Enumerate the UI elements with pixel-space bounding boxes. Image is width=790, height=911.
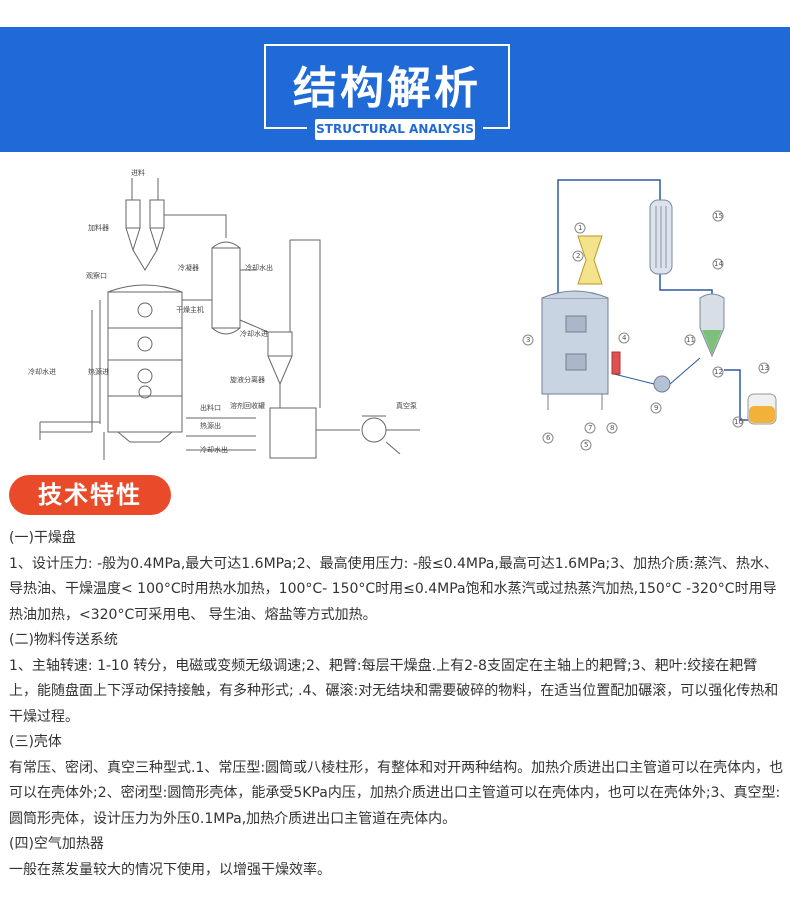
num-8: 8 xyxy=(610,424,614,432)
label-top-pipe: 进料 xyxy=(131,168,145,177)
num-15: 15 xyxy=(714,212,723,220)
num-2: 2 xyxy=(576,252,580,260)
num-9: 9 xyxy=(654,404,658,412)
label-heat-out: 热源出 xyxy=(200,421,221,430)
right-feeder xyxy=(577,235,603,285)
right-dryer-vessel xyxy=(541,297,609,395)
num-6: 6 xyxy=(546,434,551,442)
section-title-tag: 技术特性 xyxy=(9,475,171,515)
para-shell: 有常压、密闭、真空三种型式.1、常压型:圆筒或八棱柱形，有整体和对开两种结构。加… xyxy=(9,759,784,827)
spec-content: (一)干燥盘 1、设计压力: -般为0.4MPa,最大可达1.6MPa;2、最高… xyxy=(9,526,785,883)
num-3: 3 xyxy=(526,336,530,344)
label-solvent-tank: 溶剂回收罐 xyxy=(230,401,265,410)
label-condenser: 冷凝器 xyxy=(178,263,199,272)
subtitle-bar: STRUCTURAL ANALYSIS xyxy=(307,119,483,140)
label-cool-out-bottom: 冷却水出 xyxy=(200,445,228,454)
page-title: 结构解析 xyxy=(293,63,481,114)
heading-air-heater: (四)空气加热器 xyxy=(9,836,104,852)
para-air-heater: 一般在蒸发量较大的情况下使用，以增强干燥效率。 xyxy=(9,861,331,878)
title-frame: 结构解析 xyxy=(264,44,510,129)
label-feeder: 加料器 xyxy=(88,223,109,232)
header-banner: 结构解析 STRUCTURAL ANALYSIS xyxy=(0,27,790,152)
heading-shell: (三)壳体 xyxy=(9,734,62,750)
right-pump xyxy=(653,375,671,393)
label-cyclone: 旋液分离器 xyxy=(230,375,265,384)
num-14: 14 xyxy=(714,260,723,268)
diagrams-area: 进料 加料器 观察口 冷凝器 冷却水出 干燥主机 冷却水进 旋液分离器 冷却水进… xyxy=(0,160,790,465)
right-receiver xyxy=(699,293,725,358)
num-10: 10 xyxy=(734,418,743,426)
num-4: 4 xyxy=(622,334,627,342)
heading-drying-tray: (一)干燥盘 xyxy=(9,530,76,546)
para-transport-system: 1、主轴转速: 1-10 转分，电磁或变频无级调速;2、耙臂:每层干燥盘.上有2… xyxy=(9,657,779,725)
para-drying-tray: 1、设计压力: -般为0.4MPa,最大可达1.6MPa;2、最高使用压力: -… xyxy=(9,555,778,623)
num-11: 11 xyxy=(686,336,695,344)
num-5: 5 xyxy=(584,441,588,449)
num-13: 13 xyxy=(760,364,769,372)
label-heat-in-left: 热源进 xyxy=(88,367,109,376)
label-discharge: 出料口 xyxy=(200,403,221,412)
label-view-port: 观察口 xyxy=(86,271,107,280)
label-cool-in-top: 冷却水进 xyxy=(240,329,268,338)
label-cool-in-left: 冷却水进 xyxy=(28,367,56,376)
label-cool-out-top: 冷却水出 xyxy=(245,263,273,272)
dryer-process-diagram: 进料 加料器 观察口 冷凝器 冷却水出 干燥主机 冷却水进 旋液分离器 冷却水进… xyxy=(28,168,777,460)
num-12: 12 xyxy=(714,368,723,376)
heading-transport-system: (二)物料传送系统 xyxy=(9,632,118,648)
label-dryer-main: 干燥主机 xyxy=(176,305,204,314)
page-subtitle: STRUCTURAL ANALYSIS xyxy=(315,119,475,140)
num-1: 1 xyxy=(578,224,582,232)
label-vacuum-pump: 真空泵 xyxy=(396,401,417,410)
num-7: 7 xyxy=(588,424,592,432)
